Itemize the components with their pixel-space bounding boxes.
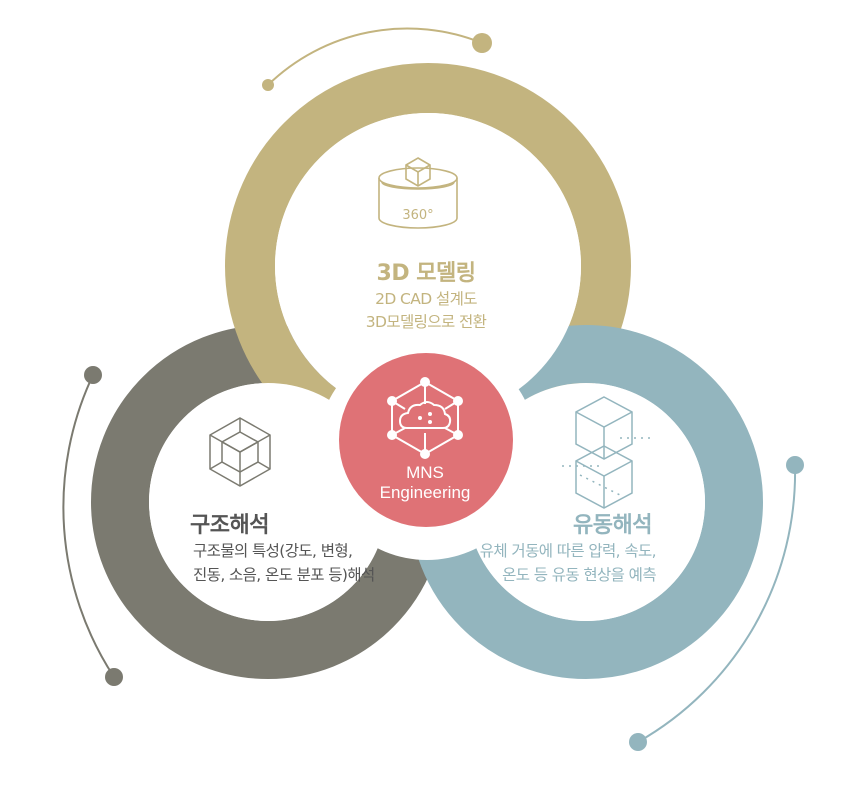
fluid-desc-line2: 온도 등 유동 현상을 예측 xyxy=(502,566,657,584)
structural-title: 구조해석 xyxy=(190,513,269,538)
orbit-arc-left xyxy=(62,366,123,686)
center-label-line2: Engineering xyxy=(379,483,471,502)
fluid-desc-line1: 유체 거동에 따른 압력, 속도, xyxy=(479,542,657,560)
center-label-line1: MNS xyxy=(406,463,444,482)
orbit-arc-top xyxy=(262,27,492,91)
cloud-network-icon xyxy=(387,377,463,459)
cube-360-icon xyxy=(378,157,458,229)
wireframe-cube-icon xyxy=(209,417,271,487)
flow-cubes-icon xyxy=(562,396,652,509)
modeling-desc-line1: 2D CAD 설계도 xyxy=(375,290,477,308)
structural-desc-line2: 진동, 소음, 온도 분포 등)해석 xyxy=(193,566,375,584)
icon-360-text: 360° xyxy=(402,208,433,223)
modeling-desc-line2: 3D모델링으로 전환 xyxy=(365,313,487,331)
modeling-title: 3D 모델링 xyxy=(376,261,476,286)
structural-desc-line1: 구조물의 특성(강도, 변형, xyxy=(193,542,353,560)
orbit-arc-right xyxy=(629,456,804,751)
fluid-title: 유동해석 xyxy=(573,513,652,538)
center-label: MNS Engineering xyxy=(345,463,505,503)
